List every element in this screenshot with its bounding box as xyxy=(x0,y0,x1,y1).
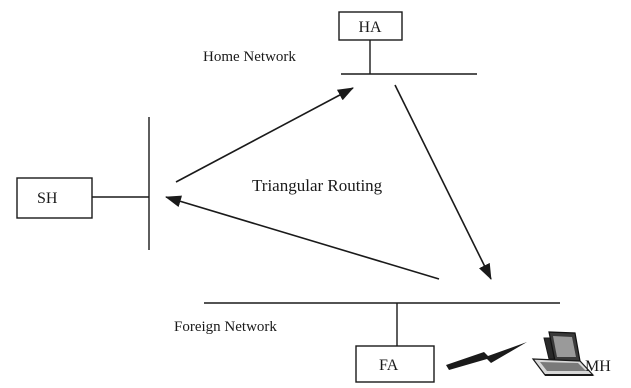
sh-box xyxy=(16,177,93,219)
fa-label: FA xyxy=(379,357,399,374)
mh-label: MH xyxy=(585,358,611,375)
foreign-network-label: Foreign Network xyxy=(174,319,277,335)
lightning-bolt-icon xyxy=(446,342,527,370)
fa-box xyxy=(355,345,435,383)
laptop-icon xyxy=(531,331,595,376)
ha-box xyxy=(338,11,403,41)
sh-label: SH xyxy=(37,190,58,207)
sh-node: SH xyxy=(16,177,93,219)
arrow-ha-to-fa xyxy=(394,84,492,280)
fa-node: FA xyxy=(355,345,435,383)
arrow-fa-to-sh xyxy=(165,195,440,280)
triangular-routing-label: Triangular Routing xyxy=(252,176,383,195)
ha-label: HA xyxy=(358,19,382,36)
ha-node: HA xyxy=(338,11,403,41)
arrow-sh-to-ha xyxy=(175,87,354,183)
home-network-label: Home Network xyxy=(203,49,296,65)
